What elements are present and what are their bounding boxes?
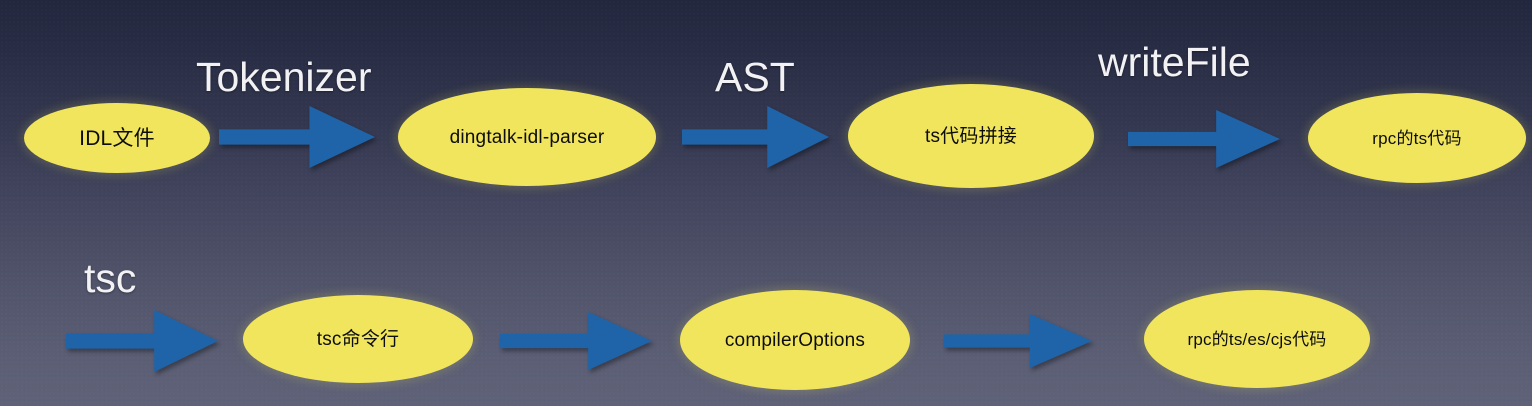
node-tsc-cli[interactable]: tsc命令行 (243, 295, 473, 383)
node-label: IDL文件 (79, 126, 155, 150)
node-compiler-options[interactable]: compilerOptions (680, 290, 910, 390)
node-label: rpc的ts代码 (1372, 128, 1462, 148)
node-label: tsc命令行 (316, 328, 400, 350)
node-label: ts代码拼接 (925, 125, 1017, 147)
arrow-idl-to-parser (219, 106, 375, 168)
arrow-tsjoin-to-rpcts (1128, 110, 1280, 168)
arrow-compileroptions-to-rpc-output (944, 314, 1092, 368)
edge-label-tokenizer: Tokenizer (196, 54, 372, 100)
arrow-parser-to-tsjoin (682, 106, 829, 168)
node-label: dingtalk-idl-parser (449, 126, 605, 148)
node-ts-code-concat[interactable]: ts代码拼接 (848, 84, 1094, 188)
edge-label-tsc: tsc (84, 255, 137, 301)
node-rpc-ts-es-cjs-code[interactable]: rpc的ts/es/cjs代码 (1144, 290, 1370, 388)
node-label: rpc的ts/es/cjs代码 (1187, 329, 1327, 349)
edge-label-ast: AST (715, 54, 795, 100)
node-dingtalk-idl-parser[interactable]: dingtalk-idl-parser (398, 88, 656, 186)
node-rpc-ts-code[interactable]: rpc的ts代码 (1308, 93, 1526, 183)
arrow-tsc-cli-to-compileroptions (500, 312, 652, 370)
node-idl-file[interactable]: IDL文件 (24, 103, 210, 173)
edge-label-writefile: writeFile (1098, 39, 1251, 85)
arrow-entry-to-tsc-cli (66, 310, 218, 372)
node-label: compilerOptions (724, 329, 866, 351)
